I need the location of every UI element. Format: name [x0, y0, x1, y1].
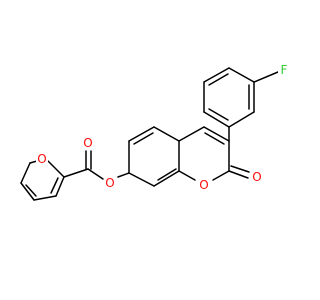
- bond-layer: [20, 67, 279, 201]
- atom-label: O: [105, 176, 114, 190]
- bond: [20, 182, 35, 201]
- atom-o-ring: O: [198, 178, 210, 192]
- bond: [20, 162, 31, 184]
- bond: [117, 172, 130, 178]
- bond: [133, 132, 154, 145]
- bond: [228, 67, 255, 83]
- atom-label: O: [252, 170, 261, 184]
- bond: [55, 176, 65, 197]
- atom-label: O: [199, 178, 208, 192]
- atom-f: F: [278, 63, 290, 77]
- bond: [208, 73, 229, 86]
- bond: [29, 160, 38, 164]
- bond: [178, 126, 205, 142]
- bond: [33, 195, 57, 201]
- bond: [128, 126, 155, 142]
- atom-o-ester-link: O: [104, 176, 116, 190]
- molecule-canvas: O O O O O F: [20, 63, 290, 201]
- bond: [63, 168, 89, 178]
- bond: [212, 170, 230, 181]
- bond: [153, 170, 180, 187]
- bond: [128, 172, 155, 187]
- bond: [203, 111, 230, 128]
- bond: [47, 160, 65, 178]
- bond: [203, 67, 230, 83]
- bond: [228, 111, 255, 128]
- bond: [204, 132, 225, 145]
- bond: [178, 170, 196, 181]
- atom-o-lactone-carbonyl: O: [251, 170, 263, 184]
- bond: [157, 168, 177, 181]
- bond: [153, 126, 180, 142]
- atom-label: F: [281, 63, 288, 77]
- bond: [208, 108, 229, 121]
- atom-o-furan: O: [36, 152, 48, 166]
- bond: [230, 165, 250, 173]
- bond: [228, 170, 249, 179]
- atom-label-layer: O O O O O F: [36, 63, 290, 192]
- structure-diagram: O O O O O F: [20, 63, 290, 201]
- atom-label: O: [37, 152, 46, 166]
- bond: [50, 177, 59, 194]
- bond: [25, 184, 37, 197]
- atom-label: O: [83, 136, 92, 150]
- bond: [87, 168, 104, 180]
- bond: [203, 126, 230, 142]
- atom-o-ester-carbonyl: O: [82, 136, 94, 150]
- bond: [253, 71, 279, 83]
